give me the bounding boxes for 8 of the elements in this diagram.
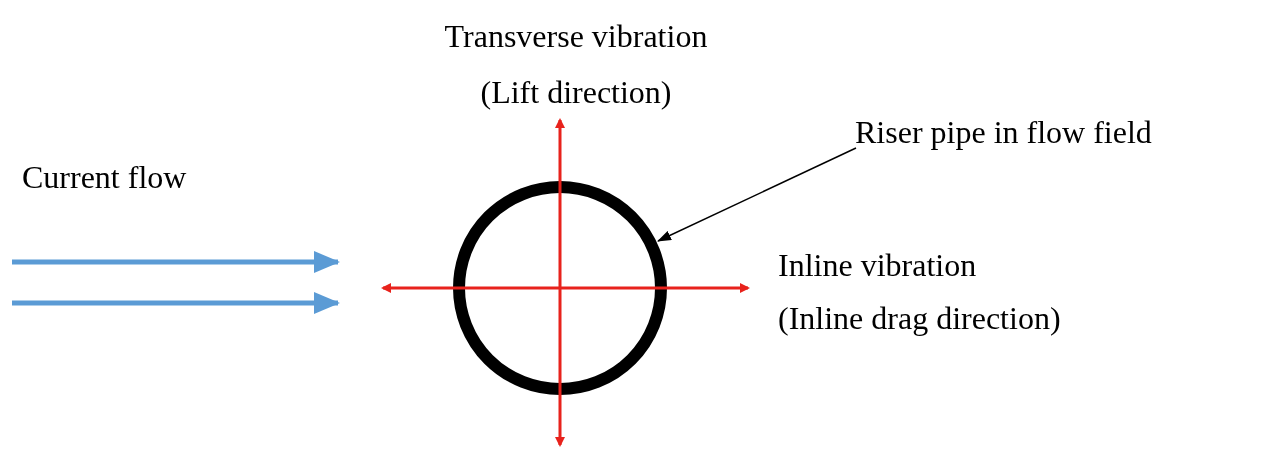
pipe-cross-section [453,181,667,395]
callout-text: Riser pipe in flow field [855,108,1152,156]
label-text: Transverse vibration [443,17,709,56]
label-text: (Lift direction) [479,73,673,112]
leader-line [657,147,857,242]
label-text: Current flow [22,158,187,197]
label-text: (Inline drag direction) [778,299,1061,338]
label-text: Inline vibration [778,246,977,285]
